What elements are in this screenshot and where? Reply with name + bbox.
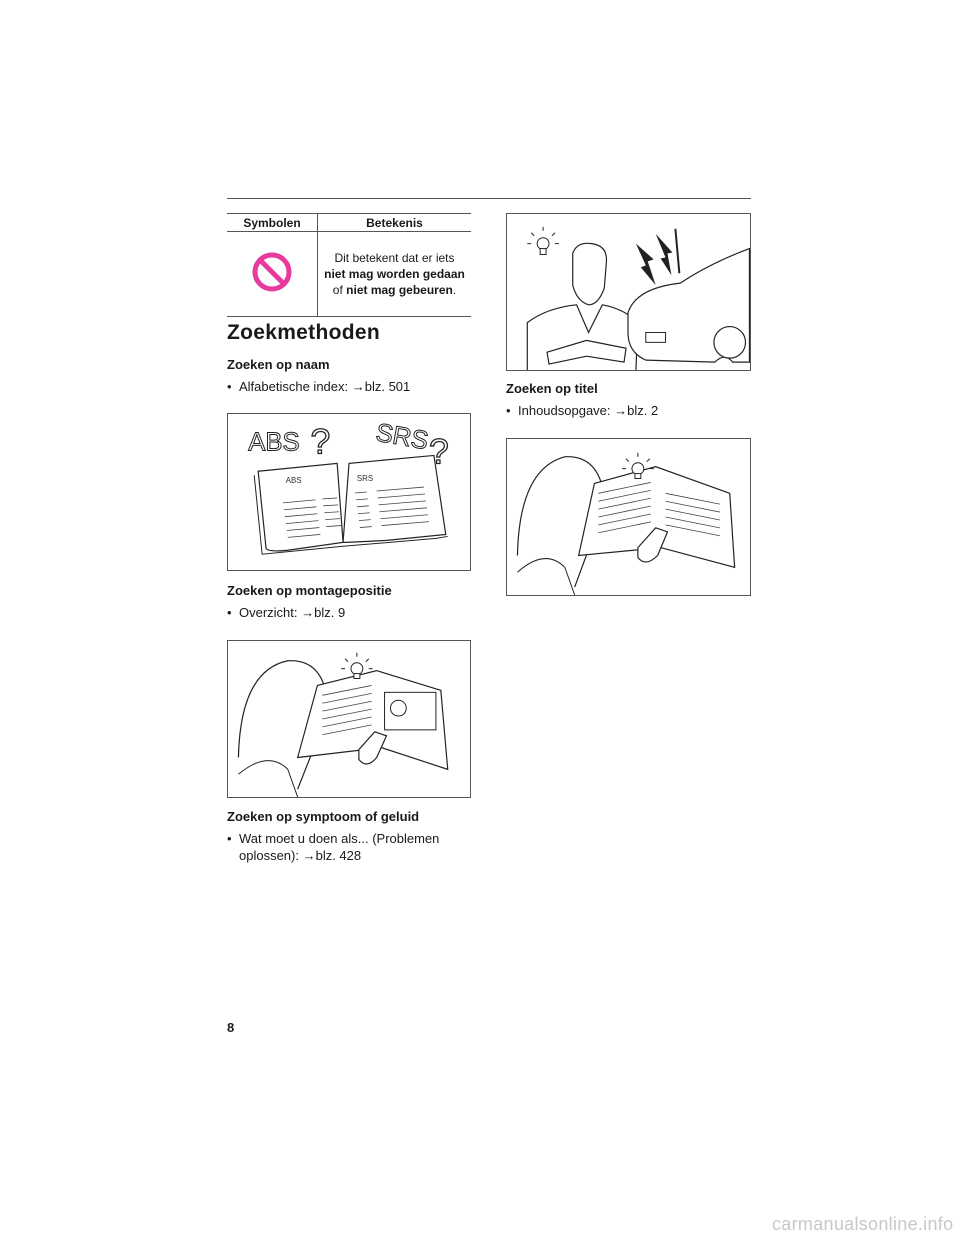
meaning-period: . bbox=[452, 283, 457, 297]
heading-name: Zoeken op naam bbox=[227, 357, 330, 372]
svg-text:?: ? bbox=[310, 421, 330, 461]
bulb-icon bbox=[527, 226, 559, 255]
bullet-position: •Overzicht: →blz. 9 bbox=[227, 605, 346, 620]
header-symbol: Symbolen bbox=[227, 213, 318, 232]
figure-symptom bbox=[506, 213, 751, 371]
meaning-line1: Dit betekent dat er iets bbox=[334, 251, 455, 265]
symbol-cell bbox=[227, 231, 318, 317]
meaning-of: of bbox=[332, 283, 343, 297]
abs-label: ABS bbox=[248, 429, 299, 457]
bullet-title: •Inhoudsopgave: →blz. 2 bbox=[506, 403, 659, 418]
meaning-cell: Dit betekent dat er iets niet mag worden… bbox=[317, 231, 471, 317]
header-meaning: Betekenis bbox=[317, 213, 471, 232]
svg-text:SRS: SRS bbox=[357, 474, 373, 483]
reader-illustration bbox=[237, 652, 449, 797]
symbol-table: Symbolen Betekenis Dit betekent dat er i… bbox=[227, 213, 471, 317]
bulb-icon bbox=[622, 452, 654, 479]
bulb-icon bbox=[341, 652, 373, 680]
section-title: Zoekmethoden bbox=[227, 321, 380, 344]
figure-overview bbox=[227, 640, 471, 798]
heading-position: Zoeken op montagepositie bbox=[227, 583, 392, 598]
heading-symptom: Zoeken op symptoom of geluid bbox=[227, 809, 420, 824]
top-rule bbox=[227, 198, 751, 199]
book-illustration: ABS ? SRS ? ABS SRS bbox=[248, 418, 449, 555]
page-number: 8 bbox=[227, 1020, 235, 1035]
reader-contents-illustration bbox=[516, 452, 736, 595]
figure-contents bbox=[506, 438, 751, 596]
srs-label: SRS bbox=[374, 419, 431, 456]
prohibit-icon bbox=[252, 252, 292, 292]
meaning-bold1: niet mag worden gedaan bbox=[324, 267, 465, 281]
meaning-bold2: niet mag gebeuren bbox=[346, 283, 453, 297]
svg-text:ABS: ABS bbox=[286, 476, 302, 485]
man-car-illustration bbox=[526, 226, 750, 370]
bullet-name: •Alfabetische index: →blz. 501 bbox=[227, 379, 411, 394]
figure-index-book: ABS ? SRS ? ABS SRS bbox=[227, 413, 471, 571]
watermark: carmanualsonline.info bbox=[772, 1214, 954, 1234]
heading-title: Zoeken op titel bbox=[506, 381, 598, 396]
